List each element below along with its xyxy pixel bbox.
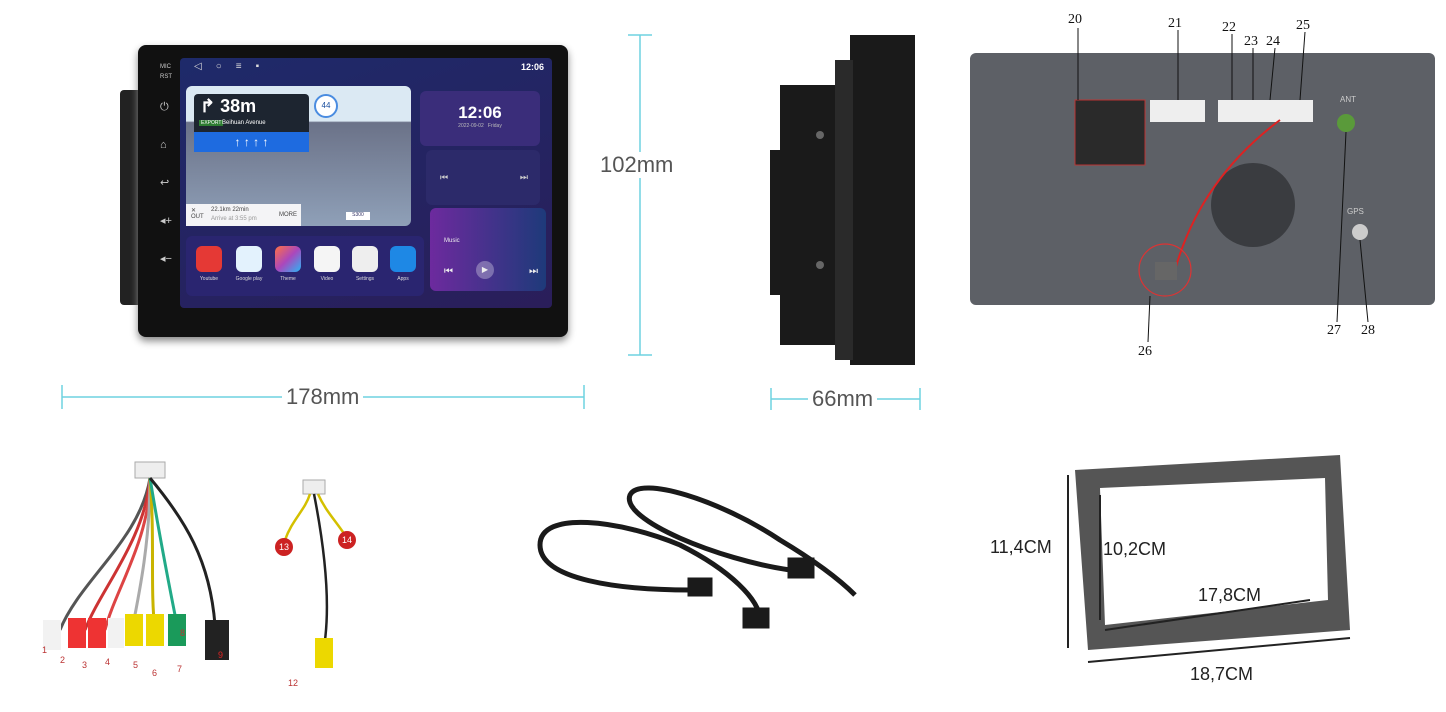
frame-inner-width: 17,8CM [1198, 585, 1262, 605]
clock-tile: 12:06 2022-09-02 Friday [420, 91, 540, 146]
speed-limit: 44 [314, 94, 338, 118]
nav-out-button[interactable]: OUT [191, 214, 204, 220]
callout-5: 5 [133, 660, 139, 670]
callout-3: 3 [82, 660, 88, 670]
nav-exit: EXPORT [199, 120, 224, 126]
app-label: Google play [235, 276, 263, 282]
callout-14: 14 [338, 531, 356, 549]
callout-26: 26 [1138, 344, 1152, 359]
callout-12: 12 [288, 678, 299, 688]
callout-6: 6 [152, 668, 158, 678]
clock-day: Friday [487, 123, 502, 129]
music-previous-icon[interactable]: ⏮ [444, 266, 453, 277]
radio-tile: ⏮ ⏭ [426, 150, 540, 205]
previous-icon[interactable]: ⏮ [440, 172, 449, 182]
app-label: Youtube [199, 276, 219, 282]
usb-extension-cables [537, 485, 857, 629]
wire-harness [43, 461, 229, 660]
depth-dimension: 66mm [808, 386, 878, 412]
side-buttons: MIC RST ⏻⌂↩◂+◂− [160, 64, 172, 265]
theme-app[interactable] [275, 246, 301, 272]
clock-time: 12:06 [458, 103, 502, 122]
nav-bar-icons: ◁○≡▪ [194, 61, 274, 72]
gps-label: GPS [1347, 207, 1364, 216]
app-label: Video [320, 276, 334, 282]
clock-date: 2022-09-02 [458, 123, 484, 129]
play-button[interactable]: ▶ [476, 261, 494, 279]
callout-7: 7 [177, 664, 183, 674]
nav-street: Beihuan Avenue [222, 120, 266, 126]
next-icon[interactable]: ⏭ [519, 172, 528, 182]
callout-20: 20 [1068, 12, 1082, 27]
callout-1: 1 [42, 645, 48, 655]
music-tile: Music ⏮ ▶ ⏭ [430, 208, 546, 291]
callout-8: 8 [180, 628, 186, 638]
callout-23: 23 [1244, 34, 1258, 49]
callout-21: 21 [1168, 16, 1182, 31]
video-app[interactable] [314, 246, 340, 272]
music-label: Music [444, 238, 460, 244]
callout-27: 27 [1327, 323, 1341, 338]
callout-28: 28 [1361, 323, 1375, 338]
callout-13: 13 [275, 538, 293, 556]
callout-4: 4 [105, 657, 111, 667]
app-label: Theme [280, 276, 296, 282]
callout-2: 2 [60, 655, 66, 665]
nav-more-button[interactable]: MORE [279, 212, 297, 218]
frame-inner-height: 10,2CM [1103, 539, 1167, 559]
rst-label: RST [160, 74, 172, 80]
mic-label: MIC [160, 64, 171, 70]
frame-outer-height: 11,4CM [990, 537, 1052, 557]
app-label: Settings [355, 276, 375, 282]
app-label: Apps [397, 276, 409, 282]
camera-cable [283, 479, 347, 668]
callout-24: 24 [1266, 34, 1280, 49]
nav-arrive: Arrive at 3:55 pm [211, 216, 257, 222]
apps-launcher[interactable] [390, 246, 416, 272]
rear-panel [970, 53, 1435, 305]
app-dock: Youtube Google play Theme Video Settings… [186, 236, 424, 296]
width-dimension: 178mm [282, 384, 364, 410]
navigation-tile: ↱ 38m EXPORT Beihuan Avenue ↑ ↑ ↑ ↑ 44 ✕… [186, 86, 411, 226]
frame-outer-width: 18,7CM [1190, 664, 1254, 684]
screen: ◁○≡▪ 12:06 ↱ 38m EXPORT Beihuan Avenue ↑… [180, 58, 552, 308]
google-play-app[interactable] [236, 246, 262, 272]
mounting-frame [1067, 455, 1351, 663]
youtube-app[interactable] [196, 246, 222, 272]
road-sign: S300 [346, 212, 370, 220]
status-time: 12:06 [520, 62, 544, 72]
side-view [770, 35, 915, 365]
callout-22: 22 [1222, 20, 1236, 35]
callout-9: 9 [218, 650, 224, 660]
nav-trip: 22.1km 22min [211, 207, 249, 213]
ant-label: ANT [1340, 95, 1356, 104]
height-dimension: 102mm [596, 152, 678, 178]
music-next-icon[interactable]: ⏭ [529, 266, 538, 277]
callout-25: 25 [1296, 18, 1310, 33]
nav-distance: 38m [220, 96, 257, 116]
settings-app[interactable] [352, 246, 378, 272]
